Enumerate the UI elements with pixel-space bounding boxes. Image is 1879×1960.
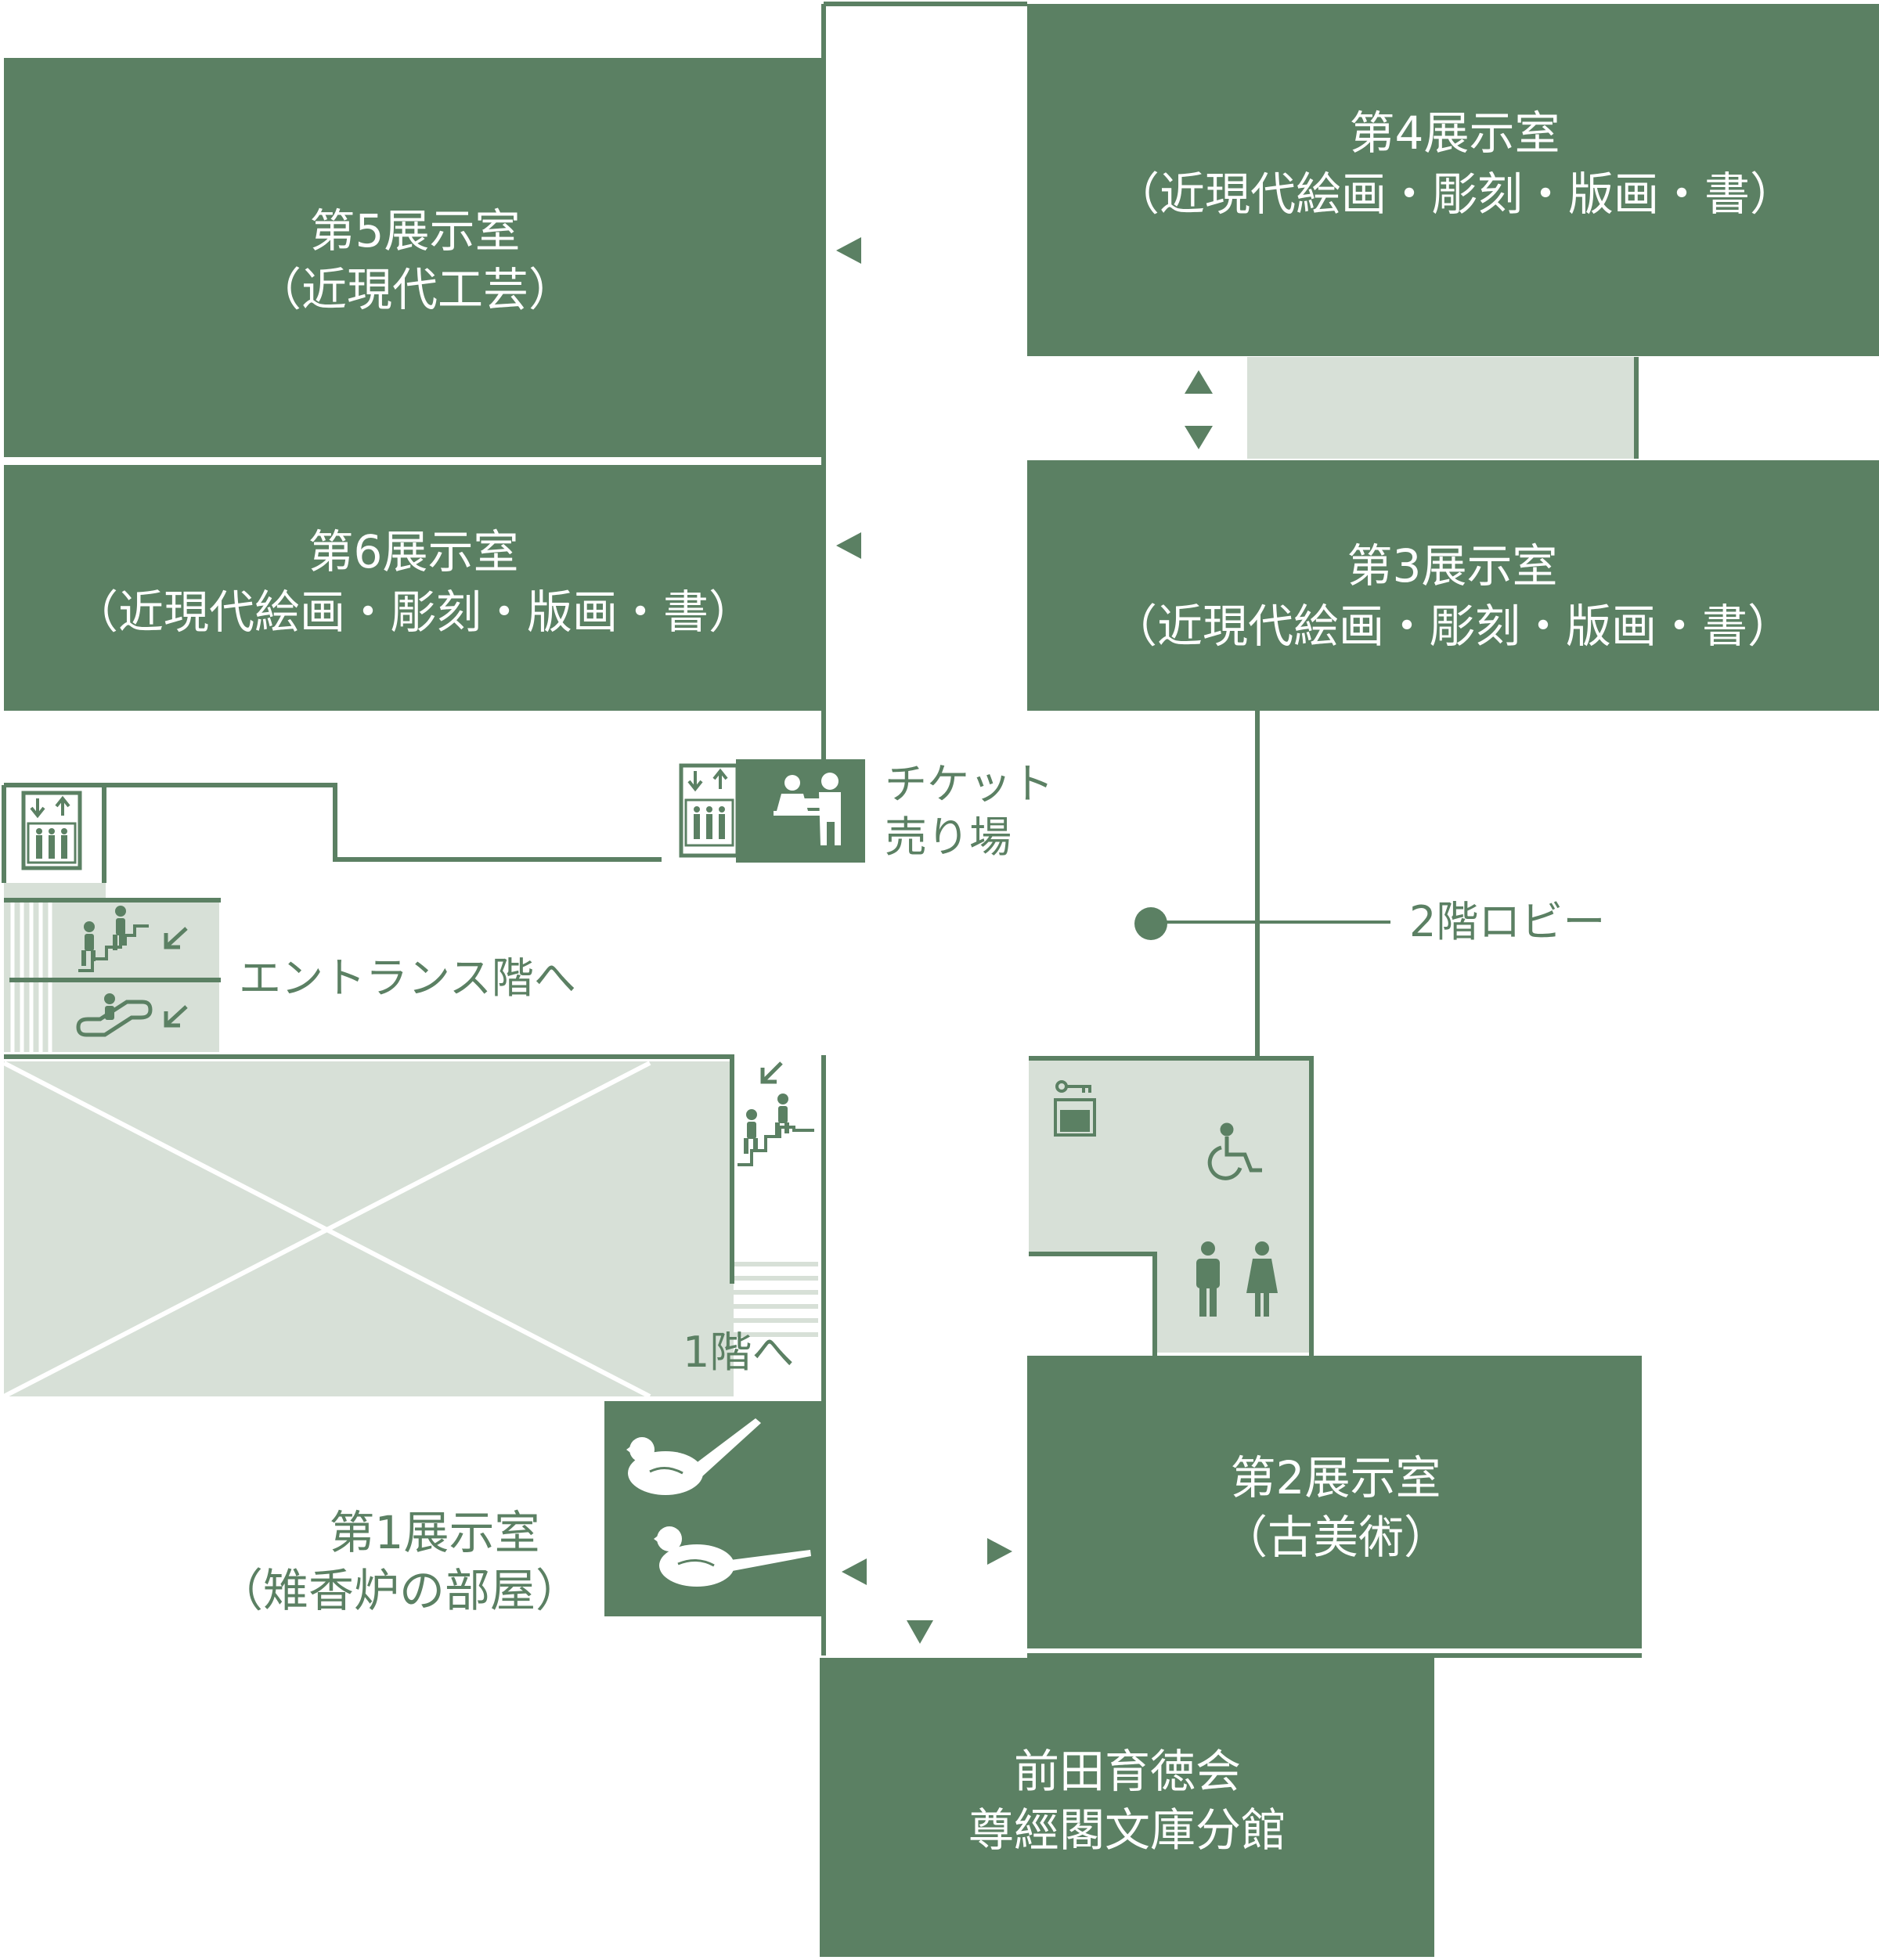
connector-corridor [1247,357,1636,459]
ticket-label-line1: チケット [885,759,1054,809]
direction-arrow-icon [1185,370,1213,394]
restroom-area [1029,1058,1311,1353]
elevator-landing [4,883,106,900]
wheelchair-icon [1207,1122,1262,1180]
locker-icon [1054,1080,1096,1137]
stair-treads-center [651,1205,818,1337]
direction-arrows [836,237,1213,1644]
room-4[interactable] [1027,4,1879,356]
direction-arrow-icon [836,237,861,264]
diagonal-arrows [164,927,783,1084]
room-6[interactable] [4,465,826,711]
room-5[interactable] [4,58,826,457]
lobby-marker [1134,907,1167,940]
direction-arrow-icon [164,1005,188,1028]
room-3[interactable] [1027,460,1879,711]
room-3-subtitle: （近現代絵画・彫刻・版画・書） [1112,600,1793,653]
pheasant-incense-burner-icon [626,1418,811,1587]
room-2-subtitle: （古美術） [1222,1511,1449,1564]
stairs-icon [738,1126,814,1166]
direction-arrow-icon [907,1620,933,1644]
direction-arrow-icon [1185,426,1213,449]
room-4-name: 第4展示室 [1350,106,1560,160]
entrance-label: エントランス階へ [239,953,576,1003]
floor1-label: 1階へ [683,1328,794,1377]
room-6-name: 第6展示室 [308,525,519,578]
stairs-walkers [744,1093,789,1154]
ticket-label-line2: 売り場 [885,812,1012,862]
lobby-label: 2階ロビー [1409,897,1605,946]
restroom-icon [1196,1241,1278,1317]
elevator-icon [21,791,82,870]
direction-arrow-icon [842,1558,867,1585]
stairs-walkers [81,906,127,966]
direction-arrow-icon [164,927,188,949]
room-5-name: 第5展示室 [310,204,521,258]
atrium-void [4,1061,734,1396]
elevator-icon [679,763,740,858]
direction-arrow-icon [987,1538,1012,1565]
lobby-leader [1134,907,1390,940]
room-2-name: 第2展示室 [1231,1451,1441,1504]
room-2[interactable] [1027,1356,1642,1648]
maeda-annex-name: 前田育徳会 [1014,1745,1241,1798]
ticket-counter-icon [774,773,841,845]
room-5-subtitle: （近現代工芸） [256,263,574,316]
room-1-subtitle: （雉香炉の部屋） [218,1564,581,1617]
direction-arrow-icon [760,1061,783,1084]
walls [2,2,1642,1658]
room-1-name: 第1展示室 [330,1506,540,1559]
direction-arrow-icon [836,532,861,559]
maeda-annex[interactable] [820,1658,1434,1957]
room-3-name: 第3展示室 [1347,539,1558,593]
room-4-subtitle: （近現代絵画・彫刻・版画・書） [1114,168,1795,221]
atrium-void-cross [2,1061,651,1399]
escalator-icon [76,993,153,1037]
stair-treads [10,900,52,1052]
room-6-subtitle: （近現代絵画・彫刻・版画・書） [73,585,754,639]
pheasant-details [649,1467,715,1567]
maeda-annex-subtitle: 尊經閣文庫分館 [968,1803,1286,1857]
